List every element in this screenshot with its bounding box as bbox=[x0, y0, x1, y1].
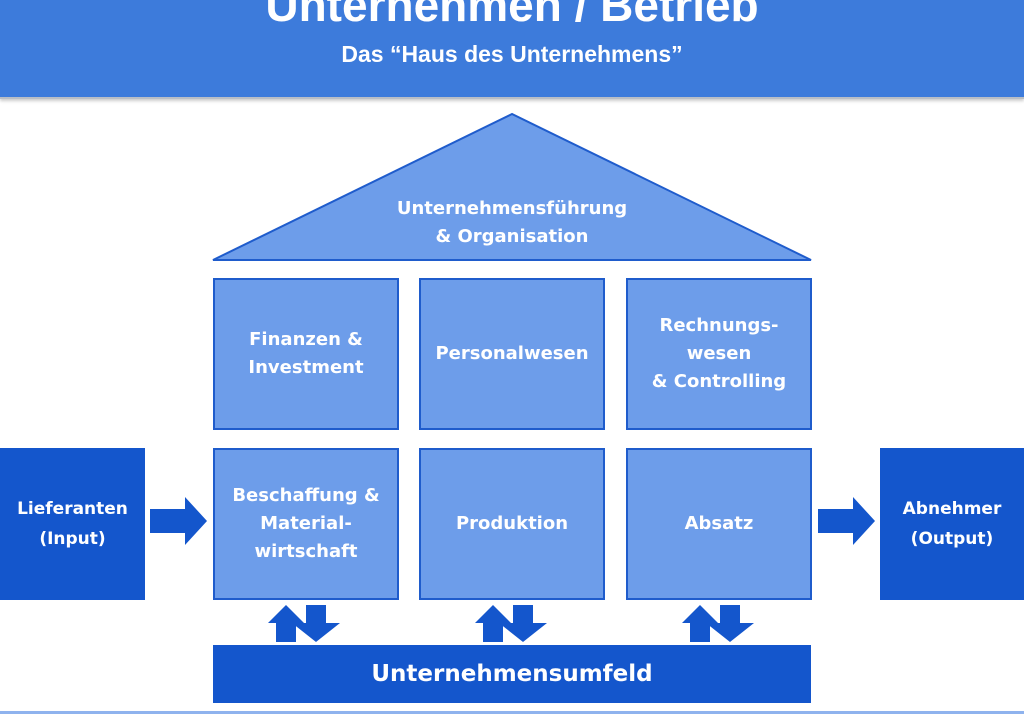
box-produktion: Produktion bbox=[419, 448, 605, 600]
box-rechnungswesen: Rechnungs- wesen & Controlling bbox=[626, 278, 812, 430]
roof-label: Unternehmensführung & Organisation bbox=[396, 198, 628, 247]
box-finanzen: Finanzen & Investment bbox=[213, 278, 399, 430]
box-unternehmensumfeld: Unternehmensumfeld bbox=[213, 645, 811, 703]
roof-triangle bbox=[212, 112, 812, 261]
output-arrow-icon bbox=[818, 497, 875, 545]
exchange-arrows-icon bbox=[475, 605, 547, 642]
page-title: Unternehmen / Betrieb bbox=[265, 0, 759, 31]
bottom-divider bbox=[0, 711, 1024, 714]
box-beschaffung: Beschaffung & Material- wirtschaft bbox=[213, 448, 399, 600]
box-abnehmer: Abnehmer (Output) bbox=[880, 448, 1024, 600]
exchange-arrows-icon bbox=[268, 605, 340, 642]
input-arrow-icon bbox=[150, 497, 207, 545]
page-subtitle: Das “Haus des Unternehmens” bbox=[341, 41, 683, 67]
box-lieferanten: Lieferanten (Input) bbox=[0, 448, 145, 600]
box-absatz: Absatz bbox=[626, 448, 812, 600]
exchange-arrows-icon bbox=[682, 605, 754, 642]
box-personalwesen: Personalwesen bbox=[419, 278, 605, 430]
header-banner: Unternehmen / Betrieb Das “Haus des Unte… bbox=[0, 0, 1024, 99]
